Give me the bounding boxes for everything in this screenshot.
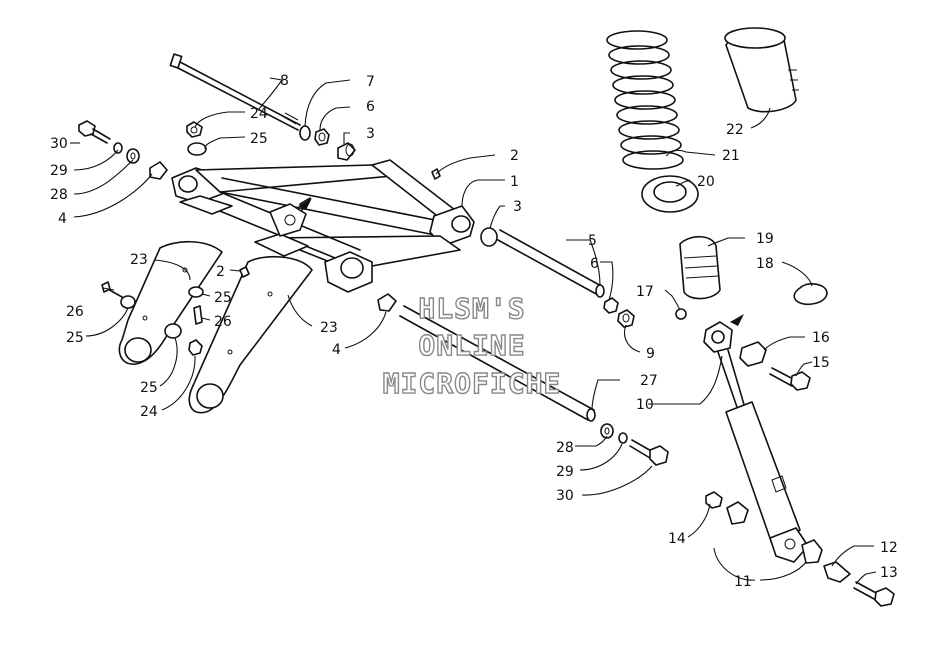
part-27-long-shaft [399, 305, 596, 422]
callout-3-lower: 3 [513, 199, 522, 215]
watermark: HLSM'S ONLINE MICROFICHE [382, 291, 562, 400]
callout-15: 15 [812, 355, 830, 371]
watermark-line-3: MICROFICHE [383, 367, 562, 400]
arrow-marker-right [730, 314, 744, 326]
callout-25-left: 25 [66, 330, 84, 346]
callout-4-lower: 4 [332, 342, 341, 358]
part-3-bushing-upper [337, 142, 356, 161]
callout-20: 20 [697, 174, 715, 190]
arrow-marker-left [298, 198, 312, 210]
callout-26-left: 26 [66, 304, 84, 320]
leader-lines [70, 77, 877, 585]
callout-27: 27 [640, 373, 658, 389]
part-4-bushing-upper [149, 161, 168, 180]
part-11-bushing-left [726, 501, 749, 525]
part-30-bolt-lower [629, 439, 669, 466]
callout-30-lower: 30 [556, 488, 574, 504]
part-30-bolt-upper [78, 120, 111, 144]
callout-28-upper: 28 [50, 187, 68, 203]
callout-12: 12 [880, 540, 898, 556]
part-17-nut [675, 308, 687, 320]
callout-17: 17 [636, 284, 654, 300]
part-21-spring [606, 30, 684, 170]
callout-2-upper: 2 [510, 148, 519, 164]
part-23-arm-right [188, 255, 313, 414]
callout-14: 14 [668, 531, 686, 547]
callout-13: 13 [880, 565, 898, 581]
part-6-nut [314, 128, 330, 146]
callout-30-upper: 30 [50, 136, 68, 152]
callout-23-right: 23 [320, 320, 338, 336]
callout-6-upper: 6 [366, 99, 375, 115]
watermark-line-1: HLSM'S [418, 292, 525, 325]
callout-28-lower: 28 [556, 440, 574, 456]
part-11-bushing-right [801, 539, 823, 564]
callout-11: 11 [734, 574, 752, 590]
part-25-washer-upper [187, 142, 207, 156]
part-26-screw-mid [193, 305, 203, 325]
callout-25-mid: 25 [214, 290, 232, 306]
callout-22: 22 [726, 122, 744, 138]
callout-5: 5 [588, 233, 597, 249]
part-25-washer-left [120, 295, 136, 309]
watermark-line-2: ONLINE [418, 329, 525, 362]
part-5-shaft [480, 227, 605, 298]
part-22-cover [724, 27, 799, 113]
part-16-bushing [739, 341, 767, 367]
callout-8: 8 [280, 73, 289, 89]
callout-9: 9 [646, 346, 655, 362]
part-1-pivot-arm [171, 159, 475, 293]
part-23-arm-left [118, 240, 223, 365]
callout-21: 21 [722, 148, 740, 164]
part-15-bolt [769, 367, 811, 391]
part-19-bump-stop [679, 235, 721, 300]
part-29-washer-upper [113, 142, 123, 154]
callout-25-upper: 25 [250, 131, 268, 147]
callout-24-lower: 24 [140, 404, 158, 420]
part-9-locknut [617, 309, 635, 328]
part-28-washer-lower [600, 423, 614, 439]
part-24-nut-upper [186, 121, 203, 138]
callout-19: 19 [756, 231, 774, 247]
callout-2-lower: 2 [216, 264, 225, 280]
part-13-bolt [853, 581, 895, 607]
callout-7: 7 [366, 74, 375, 90]
part-29-washer-lower [618, 432, 628, 444]
part-2-grease-fitting-lower [239, 266, 250, 278]
part-25-washer-lower-left [164, 323, 182, 339]
callout-10: 10 [636, 397, 654, 413]
part-25-washer-mid [188, 286, 204, 298]
callout-25-lower: 25 [140, 380, 158, 396]
callout-labels: 8 7 6 3 24 25 30 29 28 4 2 1 3 5 6 9 23 … [50, 73, 898, 590]
callout-18: 18 [756, 256, 774, 272]
part-7-washer [299, 125, 311, 141]
callout-29-upper: 29 [50, 163, 68, 179]
part-14-nut [705, 491, 723, 509]
callout-6-lower: 6 [590, 256, 599, 272]
callout-26-mid: 26 [214, 314, 232, 330]
part-10-shock-absorber [703, 321, 809, 563]
callout-23-left: 23 [130, 252, 148, 268]
callout-24-upper: 24 [250, 106, 268, 122]
callout-29-lower: 29 [556, 464, 574, 480]
callout-3-upper: 3 [366, 126, 375, 142]
part-18-retainer-clip [793, 283, 828, 306]
part-12-spacer [823, 561, 851, 583]
part-6-nut-lower [603, 297, 619, 314]
part-8-long-bolt [169, 53, 301, 131]
callout-1: 1 [510, 174, 519, 190]
callout-16: 16 [812, 330, 830, 346]
part-24-nut-lower [188, 339, 203, 356]
part-28-washer-upper [126, 148, 140, 164]
callout-4-upper: 4 [58, 211, 67, 227]
part-4-bushing-lower [377, 293, 397, 312]
part-20-spring-collar [641, 175, 699, 213]
